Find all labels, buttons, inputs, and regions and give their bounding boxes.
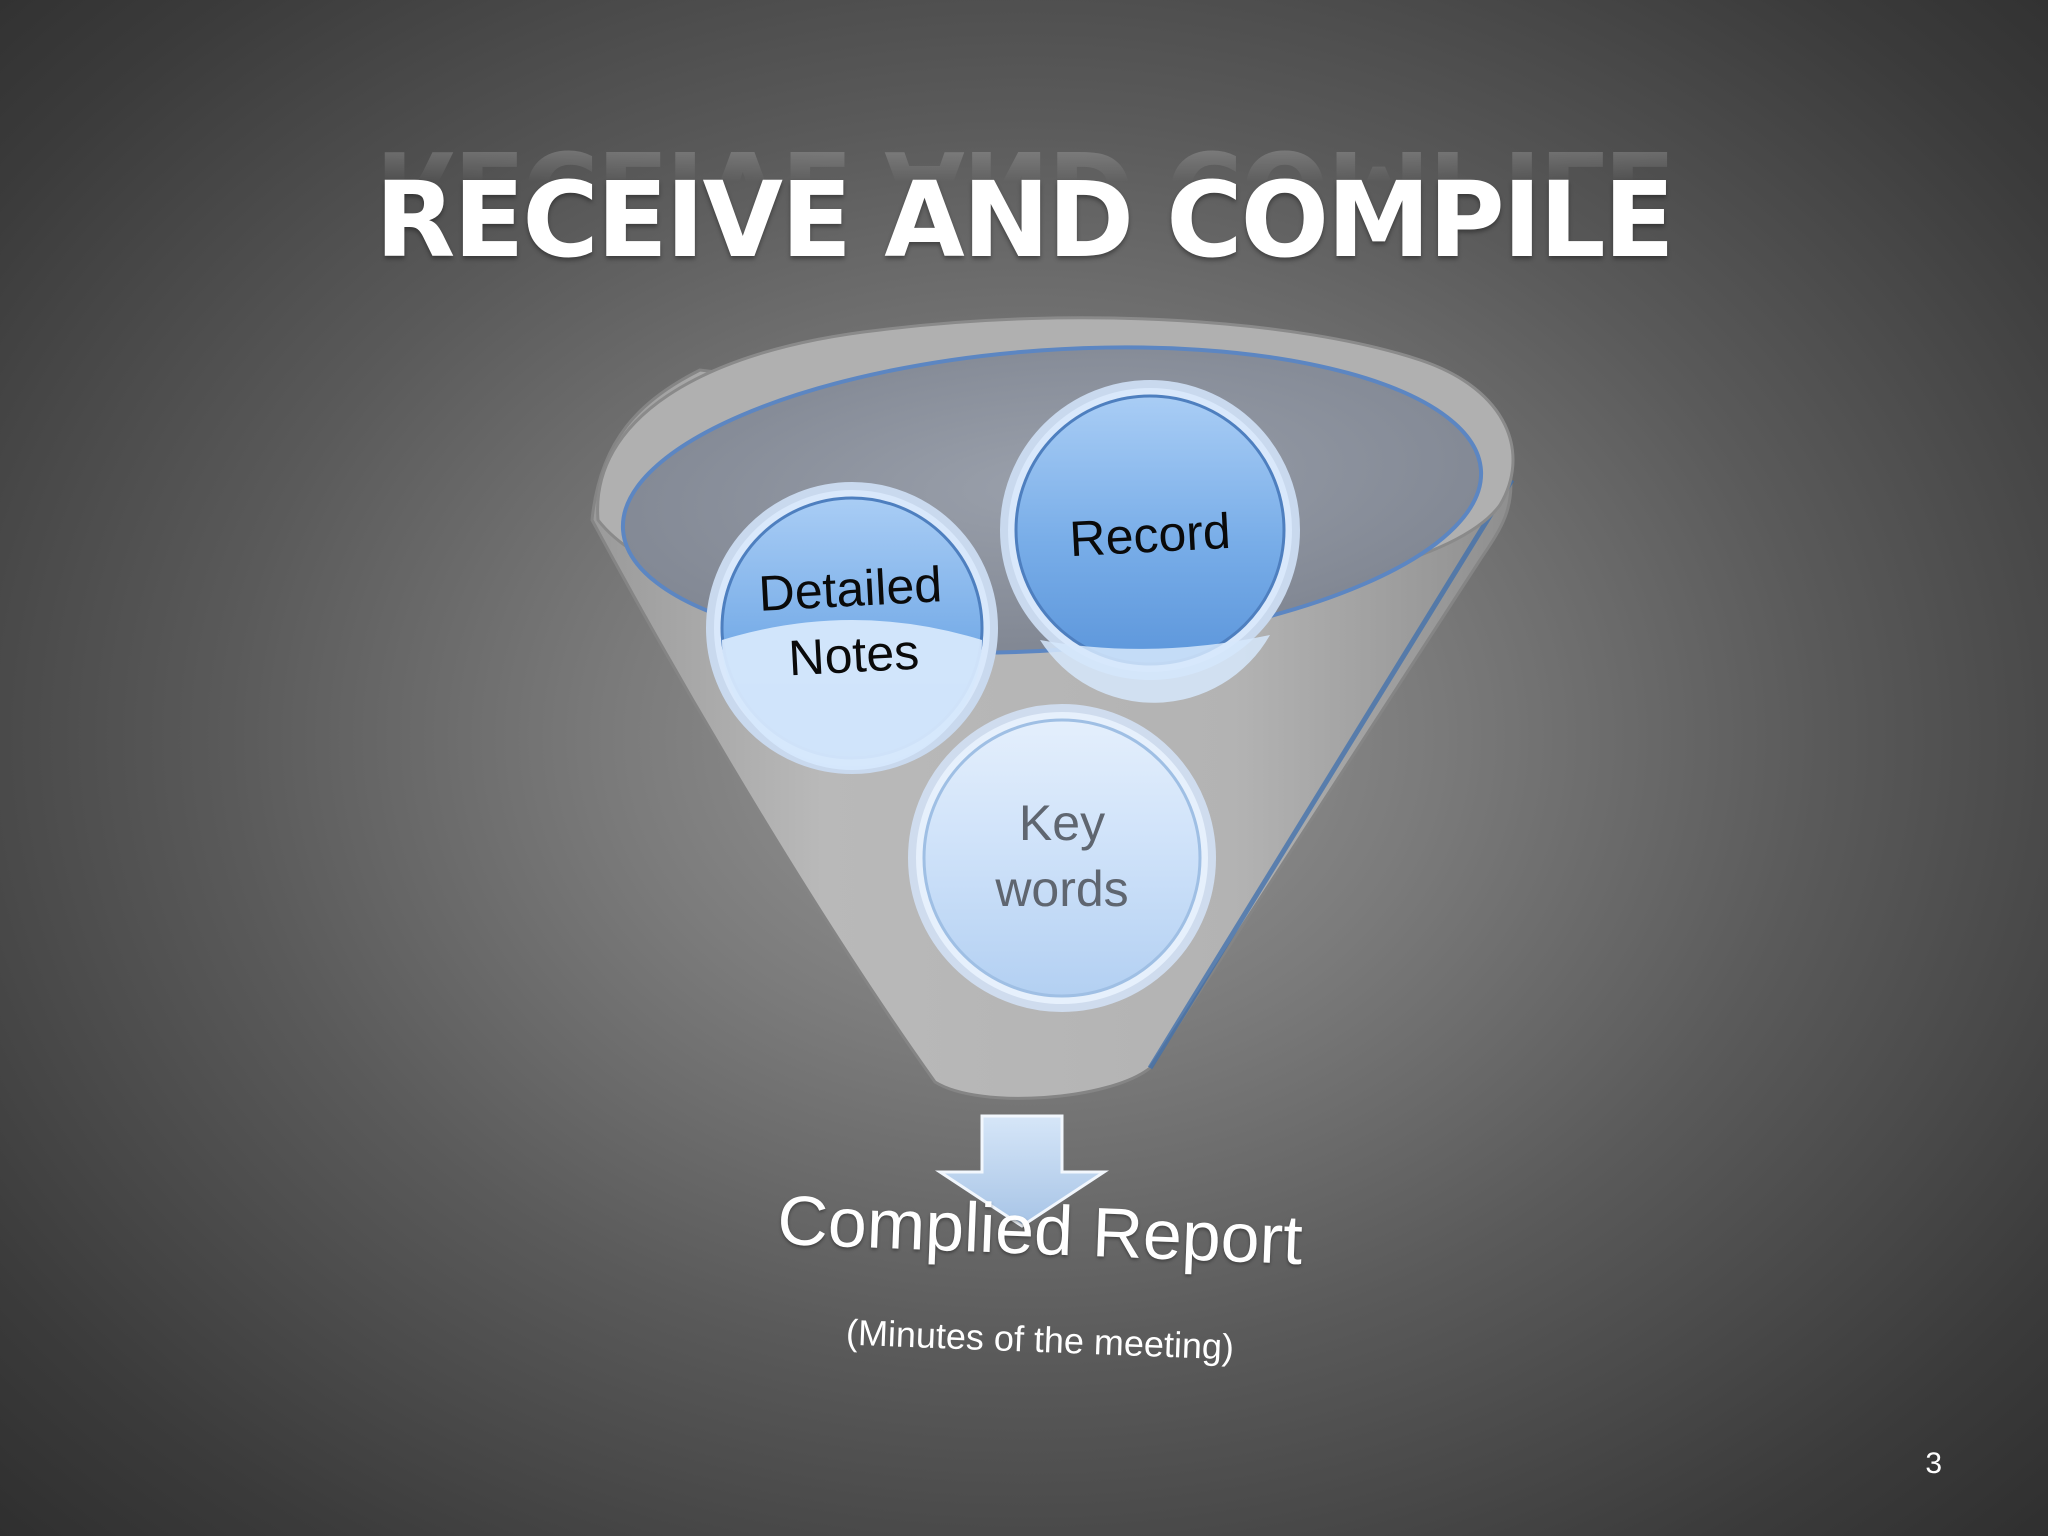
slide-title: RECEIVE AND COMPILE	[375, 159, 1674, 281]
title-area: RECEIVE AND COMPILE	[0, 160, 2048, 280]
circle-detailed-notes	[706, 482, 998, 774]
input-label-detailed-notes: Detailed Notes	[757, 556, 944, 687]
input-label-key-words: Key words	[995, 795, 1129, 917]
circle-key-words	[908, 704, 1216, 1012]
page-number: 3	[1925, 1447, 1942, 1480]
input-label-record: Record	[1068, 502, 1232, 568]
circle-record	[1000, 380, 1300, 703]
output-arrow-icon	[934, 1114, 1110, 1228]
